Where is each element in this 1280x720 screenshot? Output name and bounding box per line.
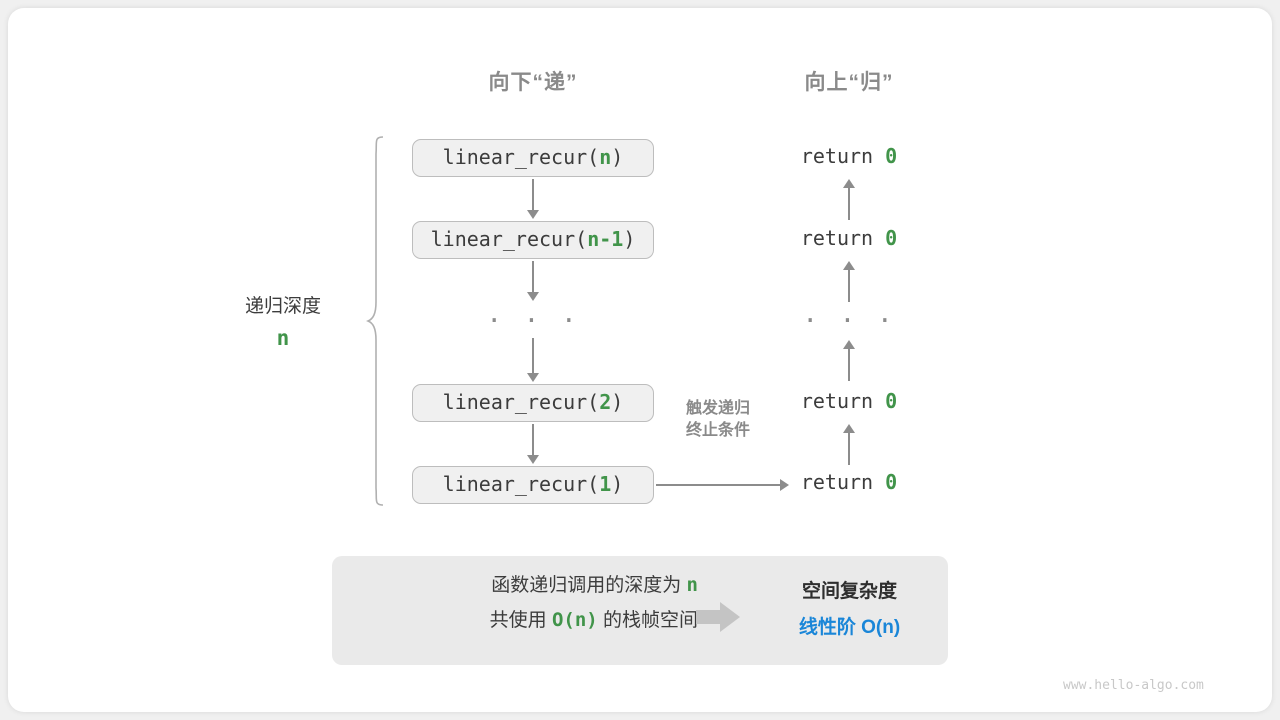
call-box-1-arg: n-1 (587, 227, 624, 251)
call-box-0-suffix: ) (611, 145, 624, 169)
call-box-1-suffix: ) (623, 227, 636, 251)
return-keyword-0: return (800, 144, 874, 168)
call-box-3: linear_recur(1) (412, 466, 654, 504)
call-box-2-suffix: ) (611, 390, 624, 414)
return-keyword-3: return (800, 470, 874, 494)
summary-left-line2: 共使用 O(n) 的栈帧空间 (358, 603, 698, 638)
call-box-2: linear_recur(2) (412, 384, 654, 422)
call-box-0: linear_recur(n) (412, 139, 654, 177)
arrow-up-icon-0 (843, 179, 855, 188)
return-line-3 (848, 433, 850, 465)
trigger-note: 触发递归 终止条件 (648, 398, 788, 441)
return-value-1: 0 (885, 226, 898, 250)
summary-right-title: 空间复杂度 (801, 581, 897, 602)
call-box-1: linear_recur(n-1) (412, 221, 654, 259)
call-box-3-prefix: linear_recur( (442, 472, 600, 496)
connector-line-0 (532, 179, 534, 212)
call-box-2-arg: 2 (599, 390, 612, 414)
call-box-1-prefix: linear_recur( (430, 227, 588, 251)
connector-line-2 (532, 338, 534, 375)
return-keyword-1: return (800, 226, 874, 250)
summary-right-result: 线性阶 O(n) (798, 617, 901, 638)
arrow-down-icon-3 (527, 455, 539, 464)
return-value-0: 0 (885, 144, 898, 168)
summary-left-line1-text: 函数递归调用的深度为 (491, 575, 682, 596)
call-box-2-prefix: linear_recur( (442, 390, 600, 414)
return-label-2: return 0 (769, 389, 929, 413)
return-label-1: return 0 (769, 226, 929, 250)
column-header-down: 向下“递” (488, 71, 578, 94)
arrow-down-icon-2 (527, 373, 539, 382)
arrow-up-icon-3 (843, 424, 855, 433)
call-box-3-suffix: ) (611, 472, 624, 496)
summary-left-line2-var: O(n) (551, 609, 598, 631)
return-line-0 (848, 188, 850, 220)
summary-left-line2-pre: 共使用 (489, 610, 547, 631)
return-value-2: 0 (885, 389, 898, 413)
return-line-2 (848, 349, 850, 381)
call-box-0-prefix: linear_recur( (442, 145, 600, 169)
arrow-up-icon-2 (843, 340, 855, 349)
arrow-up-icon-1 (843, 261, 855, 270)
summary-left-line2-post: 的栈帧空间 (602, 610, 698, 631)
depth-brace-icon (366, 136, 384, 506)
base-case-connector (656, 484, 782, 486)
footer-watermark: www.hello-algo.com (1063, 678, 1204, 693)
recursion-depth-label: 递归深度 (244, 296, 321, 317)
block-arrow-right-icon (696, 602, 740, 632)
summary-box: 函数递归调用的深度为 n 共使用 O(n) 的栈帧空间 空间复杂度 线性阶 O(… (332, 556, 948, 665)
return-label-0: return 0 (769, 144, 929, 168)
column-header-up: 向上“归” (804, 71, 894, 94)
return-value-3: 0 (885, 470, 898, 494)
trigger-note-line2: 终止条件 (685, 421, 750, 439)
connector-line-1 (532, 261, 534, 294)
ellipsis-right: · · · (802, 306, 896, 336)
call-box-0-arg: n (599, 145, 612, 169)
summary-left-line1: 函数递归调用的深度为 n (358, 568, 698, 603)
return-keyword-2: return (800, 389, 874, 413)
return-line-1 (848, 270, 850, 302)
arrow-down-icon-0 (527, 210, 539, 219)
recursion-depth-value: n (276, 326, 290, 350)
connector-line-3 (532, 424, 534, 457)
trigger-note-line1: 触发递归 (685, 400, 750, 417)
call-box-3-arg: 1 (599, 472, 612, 496)
return-label-3: return 0 (769, 470, 929, 494)
arrow-right-icon (780, 479, 789, 491)
summary-left-line1-var: n (686, 574, 698, 596)
diagram-card: 向下“递” 向上“归” 递归深度 n linear_recur(n) linea… (8, 8, 1272, 712)
ellipsis-left: · · · (486, 306, 580, 336)
arrow-down-icon-1 (527, 292, 539, 301)
